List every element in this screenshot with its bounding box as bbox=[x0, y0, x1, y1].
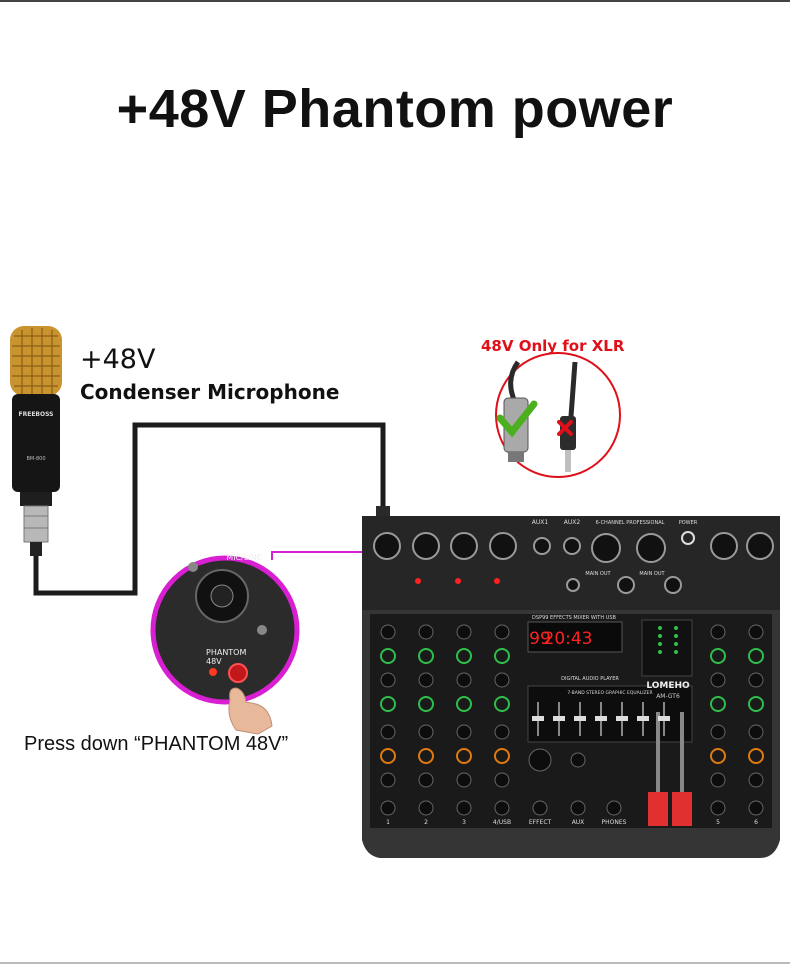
bottom-label-aux: AUX bbox=[572, 819, 585, 826]
check-icon bbox=[496, 400, 538, 438]
mixer-effects-label: DSP99 EFFECTS MIXER WITH USB bbox=[532, 615, 616, 621]
jack-label: MIC/LINE bbox=[226, 553, 261, 562]
phantom-volt-label: 48V bbox=[206, 657, 222, 666]
phantom-zoom-panel bbox=[150, 555, 300, 705]
channel-label-6: 6 bbox=[754, 819, 758, 826]
mixer-model: AM-GT6 bbox=[656, 693, 680, 700]
mixer-professional-label: 6-CHANNEL PROFESSIONAL bbox=[596, 520, 665, 526]
mixer-display-preset: 99 bbox=[529, 629, 551, 649]
mixer-main-out-2: MAIN OUT bbox=[639, 571, 665, 577]
mixer-display: 20:43 bbox=[544, 629, 593, 649]
bottom-label-effect: EFFECT bbox=[529, 819, 552, 826]
mixer-player-label: DIGITAL AUDIO PLAYER bbox=[561, 676, 619, 682]
mic-voltage-label: +48V bbox=[80, 344, 156, 375]
mixer-power-label: POWER bbox=[679, 520, 698, 526]
top-border bbox=[0, 0, 790, 2]
callout-line bbox=[271, 551, 378, 560]
xlr-cable bbox=[33, 422, 386, 596]
channel-label-3: 3 bbox=[462, 819, 466, 826]
channel-label-4: 4/USB bbox=[493, 819, 511, 826]
mixer-main-out-1: MAIN OUT bbox=[585, 571, 611, 577]
mixer-aux-label-2: AUX2 bbox=[564, 519, 581, 526]
mixer-eq-label: 7-BAND STEREO GRAPHIC EQUALIZER bbox=[567, 690, 652, 696]
xlr-only-badge bbox=[495, 352, 621, 478]
mic-brand: FREEBOSS bbox=[19, 411, 54, 418]
mixer-brand: LOMEHO bbox=[646, 681, 690, 691]
phantom-label: PHANTOM bbox=[206, 648, 246, 657]
mic-model: BM-800 bbox=[26, 456, 45, 462]
page-title: +48V Phantom power bbox=[116, 79, 674, 139]
finger-icon bbox=[228, 687, 273, 735]
bottom-label-phones: PHONES bbox=[602, 819, 627, 826]
mic-name-label: Condenser Microphone bbox=[80, 380, 340, 404]
condenser-microphone bbox=[10, 326, 62, 556]
bottom-border bbox=[0, 962, 790, 964]
cross-icon bbox=[557, 420, 573, 436]
channel-label-5: 5 bbox=[716, 819, 720, 826]
instruction-text: Press down “PHANTOM 48V” bbox=[24, 733, 289, 755]
channel-label-1: 1 bbox=[386, 819, 390, 826]
mixer-aux-label-1: AUX1 bbox=[532, 519, 549, 526]
channel-label-2: 2 bbox=[424, 819, 428, 826]
audio-mixer bbox=[362, 516, 780, 858]
xlr-only-note: 48V Only for XLR bbox=[481, 337, 625, 355]
